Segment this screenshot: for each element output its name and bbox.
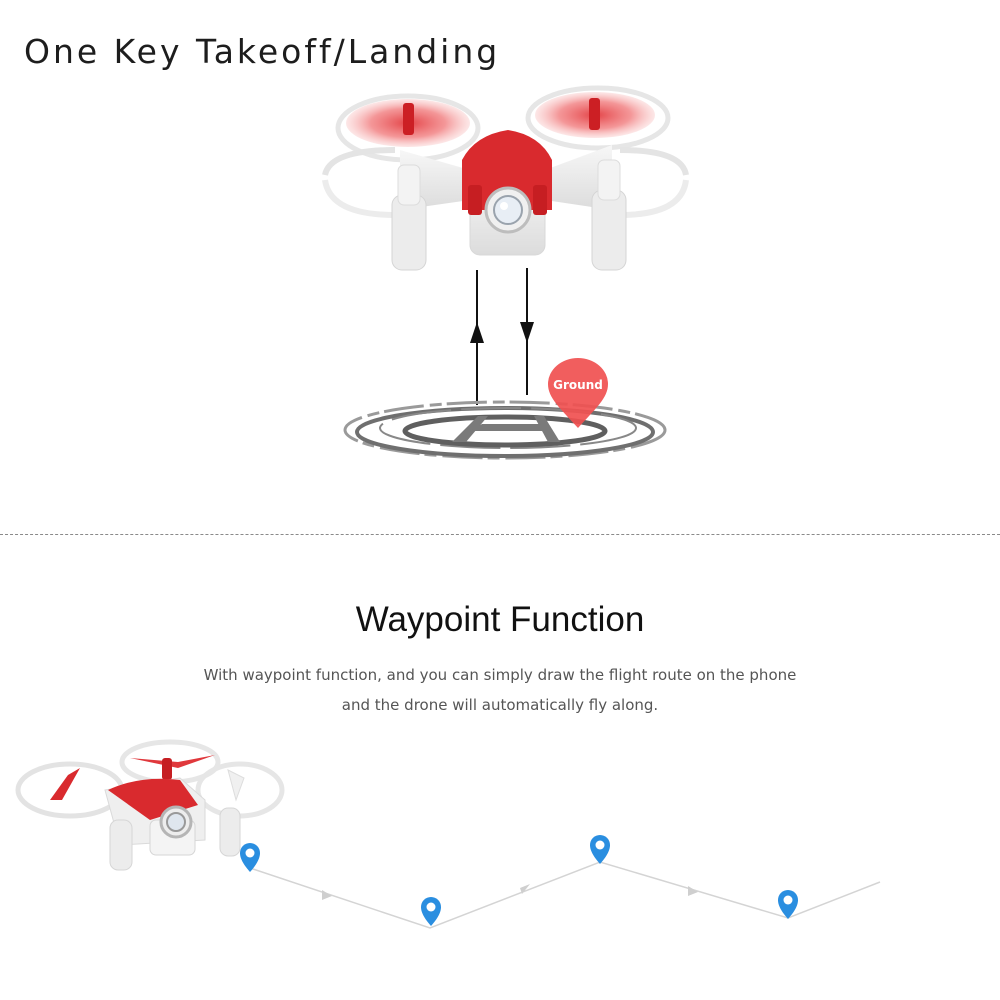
waypoint-marker-icon — [421, 897, 441, 926]
arrow-up-icon — [470, 322, 484, 343]
waypoint-description-line-2: and the drone will automatically fly alo… — [341, 696, 659, 714]
waypoint-marker-icon — [778, 890, 798, 919]
waypoint-marker-icon — [240, 843, 260, 872]
landing-pad — [343, 400, 667, 460]
waypoint-marker-icon — [590, 835, 610, 864]
waypoint-description-line-1: With waypoint function, and you can simp… — [203, 666, 797, 684]
flight-route — [249, 861, 881, 929]
arrow-down-icon — [520, 322, 534, 343]
waypoint-title: Waypoint Function — [355, 600, 645, 639]
ground-marker-icon — [548, 358, 608, 428]
ground-label: Ground — [553, 378, 603, 392]
drone-image — [322, 85, 689, 271]
takeoff-landing-title: One Key Takeoff/Landing — [24, 32, 501, 71]
takeoff-illustration — [322, 85, 689, 460]
drone-image — [15, 739, 285, 871]
section-divider — [0, 534, 1000, 535]
